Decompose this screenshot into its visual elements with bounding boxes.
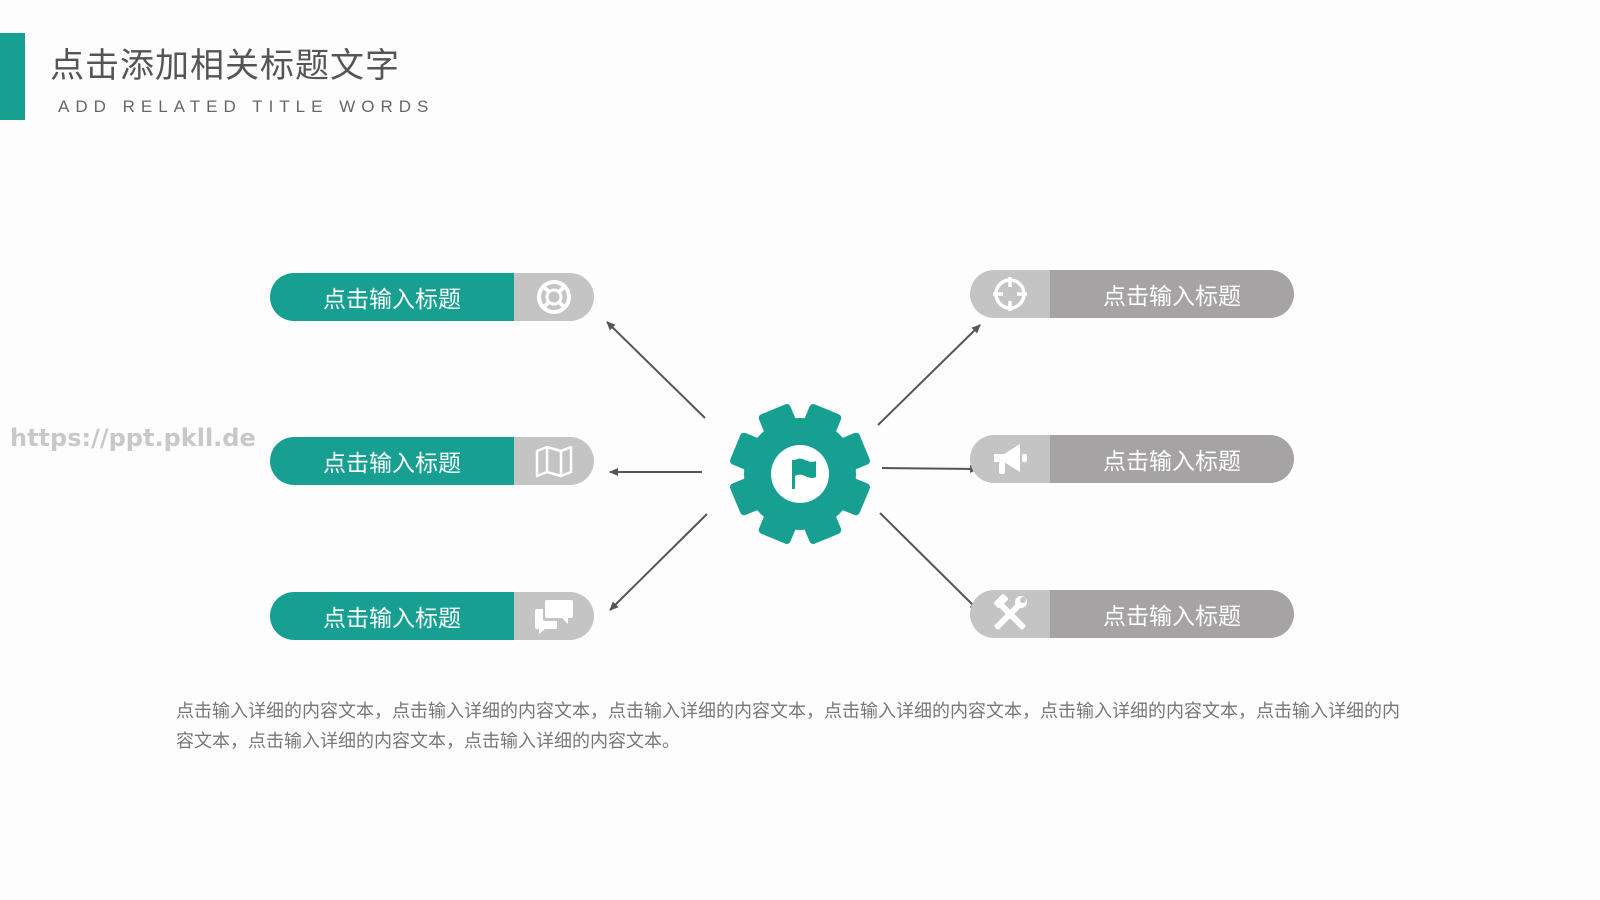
left-item-3: 点击输入标题 [270, 592, 594, 640]
chat-bubbles-icon [514, 592, 594, 640]
left-item-1: 点击输入标题 [270, 273, 594, 321]
page-subtitle: ADD RELATED TITLE WORDS [58, 97, 435, 116]
crosshair-icon [970, 270, 1050, 318]
arrow-to-left-1 [606, 321, 706, 419]
left-item-3-label: 点击输入标题 [270, 592, 514, 640]
right-item-3-label: 点击输入标题 [1050, 590, 1294, 638]
right-item-2: 点击输入标题 [970, 435, 1294, 483]
page-title: 点击添加相关标题文字 [50, 46, 400, 86]
left-item-1-label: 点击输入标题 [270, 273, 514, 321]
description-text: 点击输入详细的内容文本，点击输入详细的内容文本，点击输入详细的内容文本，点击输入… [176, 701, 1400, 752]
left-item-2: 点击输入标题 [270, 437, 594, 485]
megaphone-icon [970, 435, 1050, 483]
right-item-1: 点击输入标题 [970, 270, 1294, 318]
tools-icon [970, 590, 1050, 638]
flag-icon [792, 458, 816, 489]
right-item-2-label: 点击输入标题 [1050, 435, 1294, 483]
arrow-to-right-2 [881, 464, 979, 473]
arrow-to-right-1 [877, 324, 981, 426]
title-accent-bar [0, 33, 25, 120]
watermark-url: https://ppt.pkll.de [10, 424, 256, 452]
arrow-to-left-3 [609, 513, 708, 611]
arrow-to-right-3 [879, 512, 979, 611]
right-item-3: 点击输入标题 [970, 590, 1294, 638]
left-item-2-label: 点击输入标题 [270, 437, 514, 485]
center-gear-icon [730, 404, 870, 544]
lifebuoy-icon [514, 273, 594, 321]
map-icon [514, 437, 594, 485]
right-item-1-label: 点击输入标题 [1050, 270, 1294, 318]
